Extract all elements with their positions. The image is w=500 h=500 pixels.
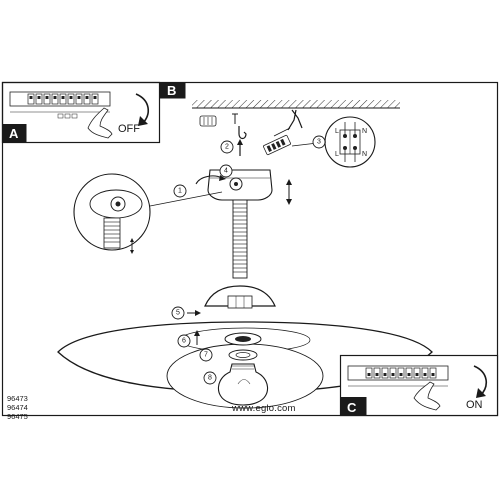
step-2-arrow-icon [237,139,243,156]
inner-shade [204,285,276,309]
ceiling-cable [291,109,303,129]
step-4-badge: 4 [219,164,233,178]
canopy-detail-circle [73,173,151,254]
step-6-badge: 6 [177,334,191,348]
hand-icon [87,107,113,139]
pendant-stem [232,199,248,279]
terminal-block [263,127,291,156]
adjust-height-arrow-icon [286,179,292,205]
fuse-box-icon [9,91,111,119]
model-number: 96475 [7,412,28,421]
panel-a-switch-off: A [1,81,161,144]
ceiling-hook-icon [238,126,247,140]
website-url: www.eglo.com [232,403,296,414]
step-8-badge: 8 [203,371,217,385]
ceiling-canopy [207,169,273,201]
svg-text:1: 1 [178,188,182,195]
svg-text:6: 6 [182,338,186,345]
model-number: 96474 [7,403,28,412]
step-5-badge: 5 [171,306,185,320]
hand-icon [413,381,441,411]
svg-text:7: 7 [204,352,208,359]
svg-text:4: 4 [224,168,228,175]
wiring-detail-circle: L N L N [324,116,376,168]
detail-updown-arrow-icon [130,238,134,254]
outer-frame [1,81,499,417]
model-numbers: 96473 96474 96475 [7,394,28,421]
model-number: 96473 [7,394,28,403]
switch-on-label: ON [466,399,483,411]
fuse-box-icon [347,365,449,387]
socket-ring [224,332,262,361]
step-6-arrow-icon [194,330,200,345]
terminal-label-bottom-l: L [335,151,339,158]
panel-b-tag: B [167,83,176,98]
dowel-screw-icon [199,113,238,127]
panel-c-tag: C [347,400,357,415]
terminal-label-top-l: L [335,128,339,135]
step-1-badge: 1 [173,184,187,198]
step-7-badge: 7 [199,348,213,362]
switch-off-label: OFF [118,123,140,135]
svg-text:5: 5 [176,310,180,317]
step-2-badge: 2 [220,140,234,154]
terminal-label-bottom-n: N [362,151,367,158]
ceiling [192,100,400,109]
terminal-label-top-n: N [362,128,367,135]
step-3-badge: 3 [312,135,326,149]
light-bulb-icon [217,363,269,406]
detail-leader [149,191,223,207]
panel-b-tag-box: B [159,82,186,99]
svg-text:3: 3 [317,139,321,146]
svg-text:2: 2 [225,144,229,151]
step-5-arrow-icon [187,310,201,316]
panel-c-switch-on: C ON [339,354,499,417]
panel-a-tag: A [9,126,19,141]
svg-text:8: 8 [208,375,212,382]
